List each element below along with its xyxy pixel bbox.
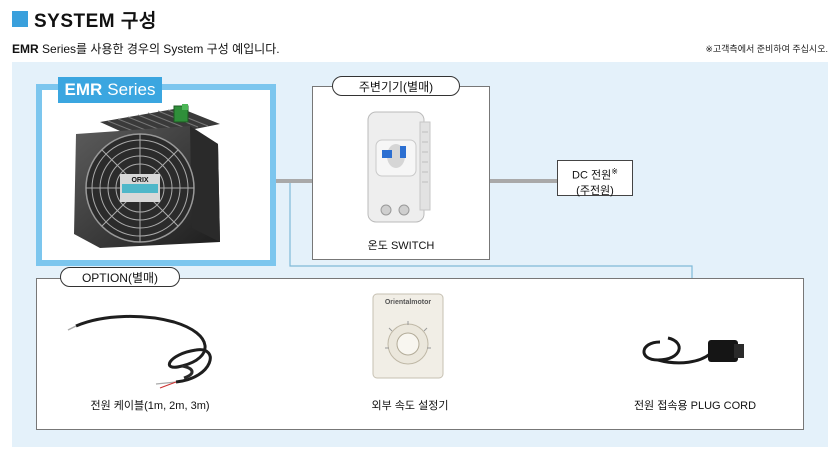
speed-controller-image: Orientalmotor — [372, 293, 444, 379]
temperature-switch-caption: 온도 SWITCH — [367, 240, 435, 252]
plug-cord-caption: 전원 접속용 PLUG CORD — [633, 400, 757, 412]
speed-controller-caption: 외부 속도 설정기 — [371, 400, 449, 412]
peripheral-title: 주변기기(별매) — [332, 76, 460, 96]
option-title: OPTION(별매) — [60, 267, 180, 287]
power-cable-caption: 전원 케이블(1m, 2m, 3m) — [90, 400, 210, 412]
intro-model: EMR — [12, 42, 39, 56]
fan-image: ORIX — [74, 104, 220, 248]
power-cable-image — [67, 314, 212, 389]
customer-note: ※고객측에서 준비하여 주십시오. — [705, 44, 828, 54]
switch-to-power-line — [430, 179, 557, 183]
controller-brand: Orientalmotor — [385, 299, 432, 306]
dc-power-sublabel: (주전원) — [576, 184, 614, 197]
page-title: SYSTEM 구성 — [34, 10, 157, 32]
intro-description: Series를 사용한 경우의 System 구성 예입니다. — [42, 42, 280, 56]
fan-brand-label: ORIX — [131, 177, 148, 184]
dc-power-mark: ※ — [611, 167, 618, 176]
dc-power-label: DC 전원 — [572, 169, 612, 182]
fan-to-switch-line — [206, 179, 366, 183]
temperature-switch-image — [367, 111, 431, 223]
plug-cord-image — [642, 336, 744, 365]
series-name: Series — [107, 80, 156, 99]
dc-power-box: DC 전원※ (주전원) — [557, 160, 633, 197]
title-marker — [12, 11, 28, 27]
series-model: EMR — [64, 80, 103, 99]
section-header: SYSTEM 구성 — [12, 8, 157, 32]
series-label: EMR Series — [58, 77, 162, 103]
intro-text: EMR Series를 사용한 경우의 System 구성 예입니다. — [12, 40, 280, 57]
